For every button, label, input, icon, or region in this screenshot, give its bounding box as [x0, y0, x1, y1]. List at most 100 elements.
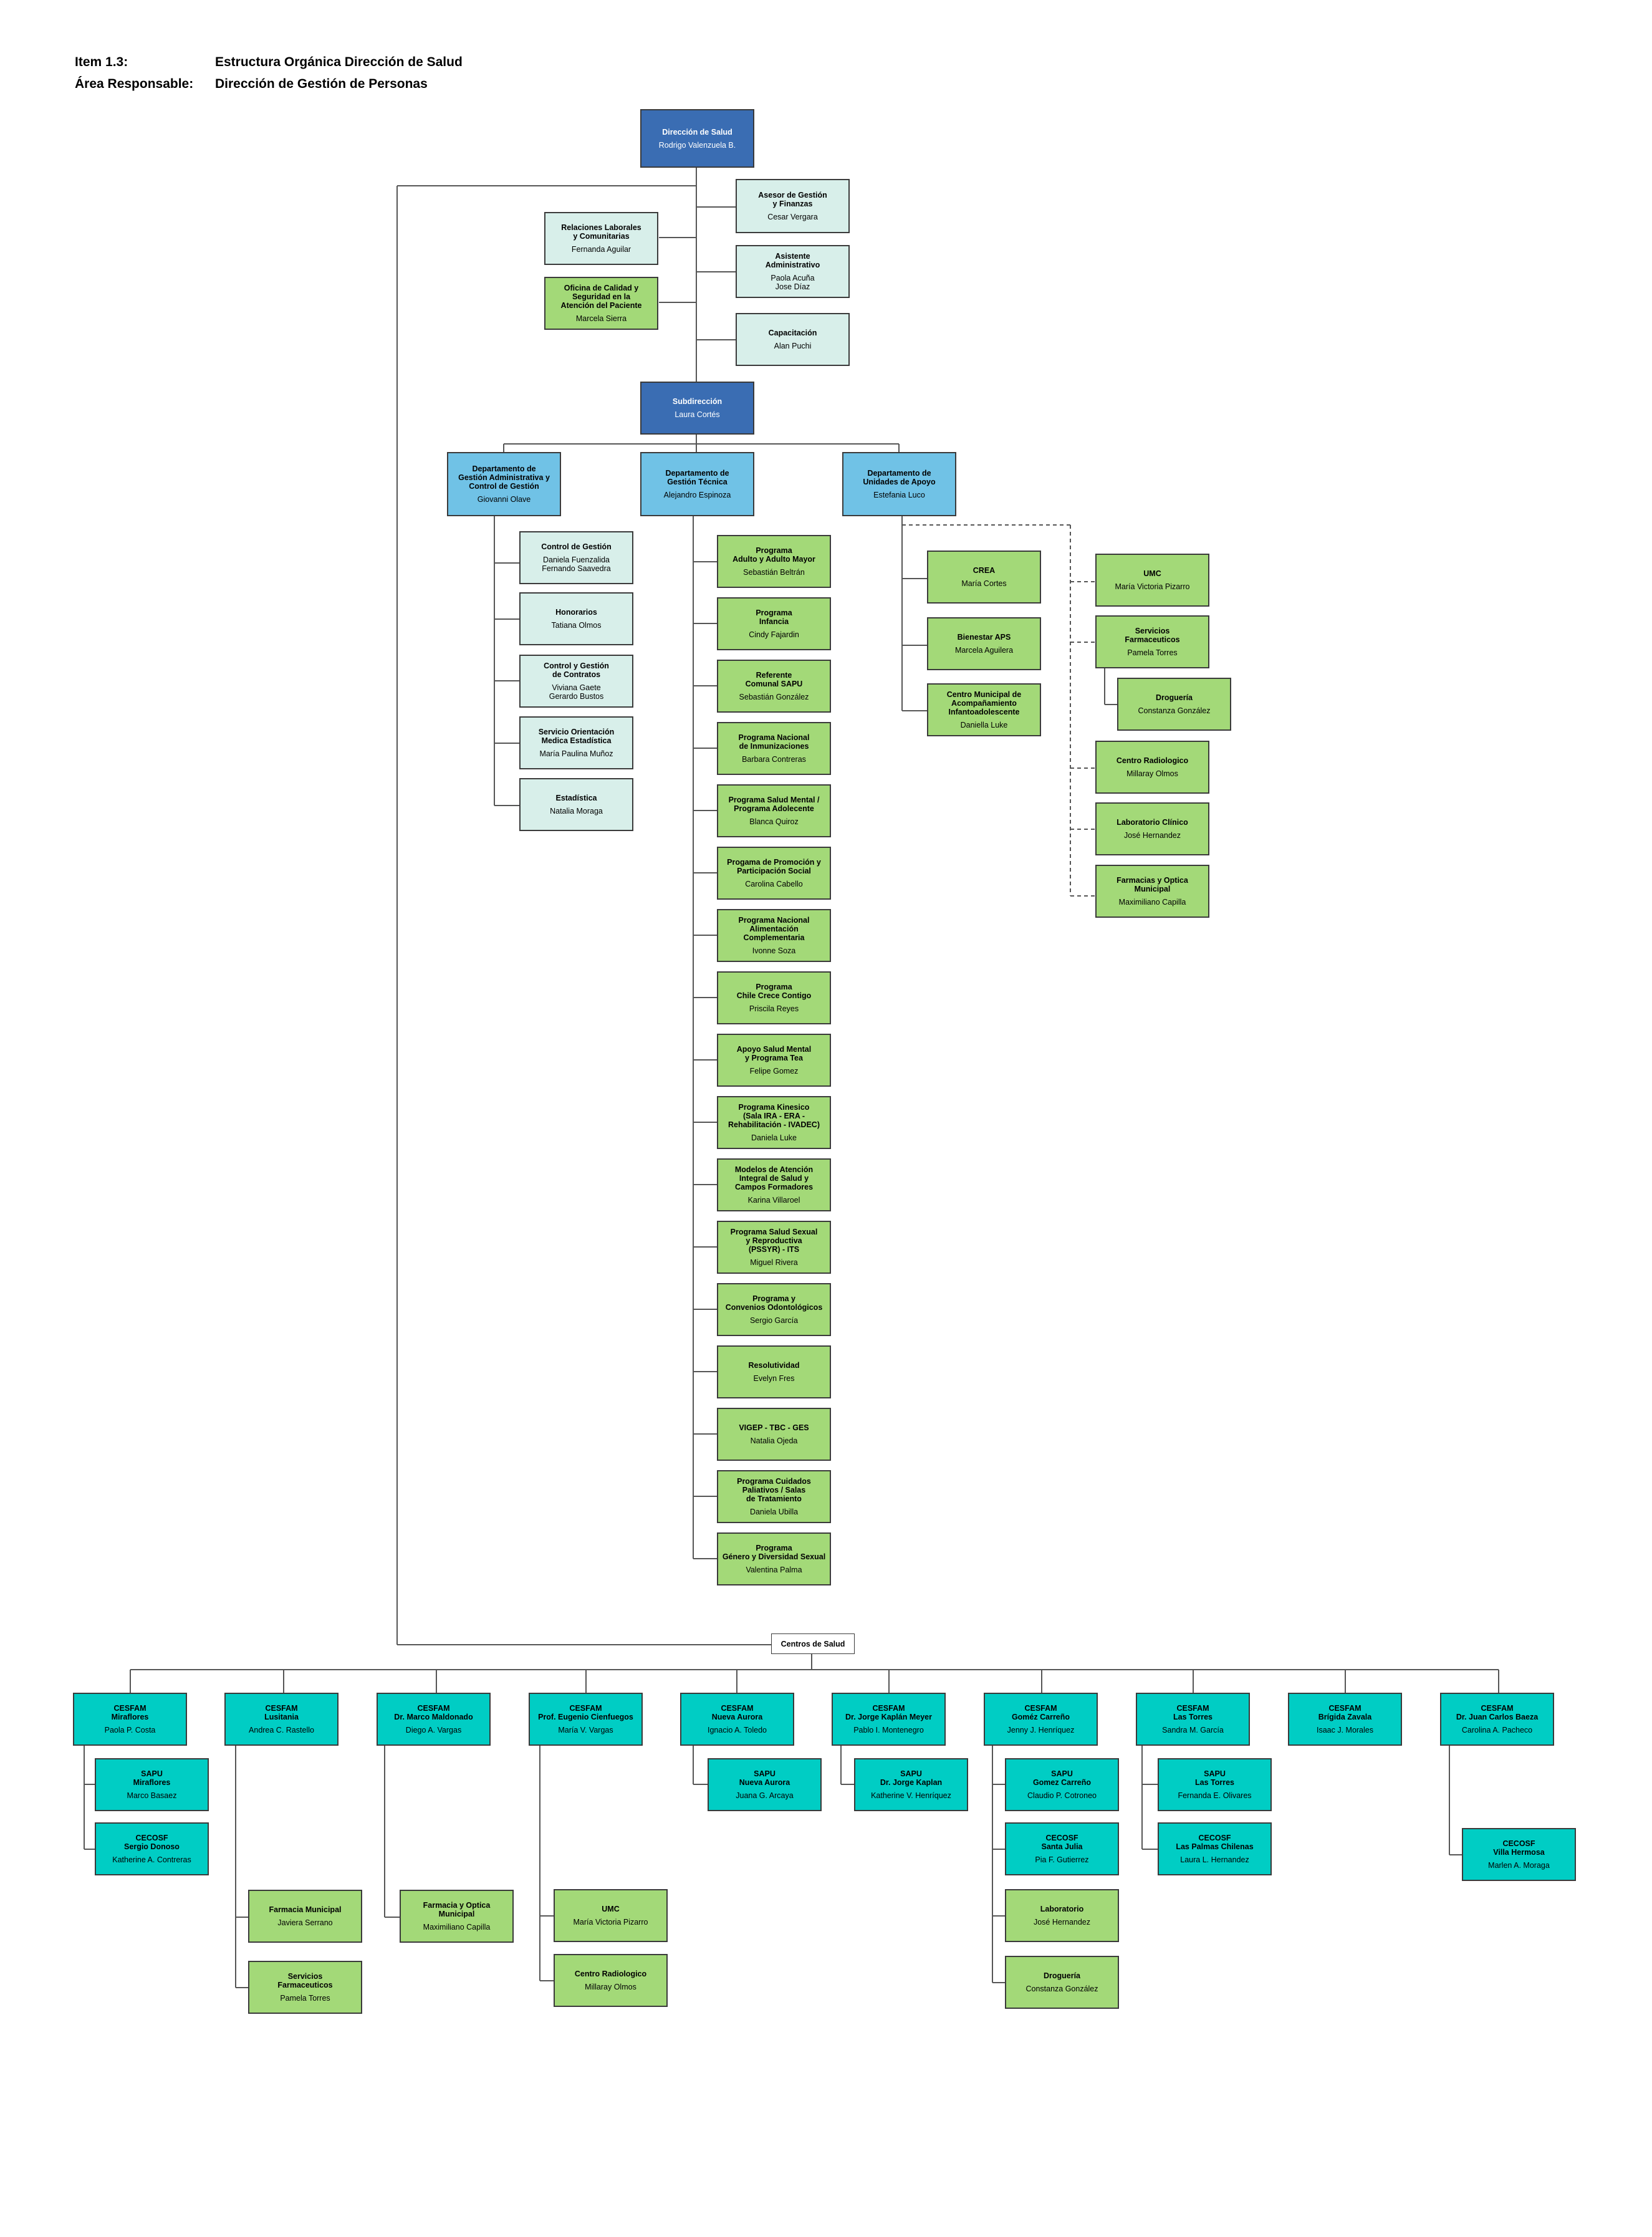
- relaciones-laborales-box[interactable]: Relaciones Laborales y Comunitarias Fern…: [544, 212, 658, 265]
- box-title: Estadística: [555, 794, 597, 802]
- direccion-salud-box[interactable]: Dirección de Salud Rodrigo Valenzuela B.: [640, 109, 754, 168]
- program-box[interactable]: Programa Nacional Alimentación Complemen…: [717, 909, 831, 962]
- oficina-calidad-box[interactable]: Oficina de Calidad y Seguridad en la Ate…: [544, 277, 658, 330]
- box-title: Droguería: [1043, 1971, 1081, 1980]
- box-title: Departamento de Gestión Técnica: [665, 469, 729, 486]
- admin-unit-box[interactable]: Control y Gestión de Contratos Viviana G…: [519, 655, 633, 708]
- program-box[interactable]: Programa Salud Mental / Programa Adolece…: [717, 784, 831, 837]
- box-title: CESFAM Dr. Jorge Kaplán Meyer: [845, 1704, 932, 1721]
- box-person: Natalia Moraga: [550, 807, 603, 815]
- capacitacion-box[interactable]: Capacitación Alan Puchi: [736, 313, 850, 366]
- box-title: SAPU Las Torres: [1195, 1769, 1234, 1787]
- box-person: Barbara Contreras: [742, 755, 806, 764]
- box-title: Apoyo Salud Mental y Programa Tea: [736, 1045, 812, 1062]
- asistente-administrativo-box[interactable]: Asistente Administrativo Paola Acuña Jos…: [736, 245, 850, 298]
- box-title: Servicio Orientación Medica Estadística: [538, 728, 615, 745]
- box-title: CESFAM Prof. Eugenio Cienfuegos: [538, 1704, 633, 1721]
- box-person: Sandra M. García: [1162, 1726, 1224, 1734]
- admin-unit-box[interactable]: Honorarios Tatiana Olmos: [519, 592, 633, 645]
- program-box[interactable]: Progama de Promoción y Participación Soc…: [717, 847, 831, 900]
- box-person: Karina Villaroel: [747, 1196, 800, 1205]
- box-person: Pia F. Gutierrez: [1035, 1855, 1089, 1864]
- depto-unidades-apoyo-box[interactable]: Departamento de Unidades de Apoyo Estefa…: [842, 452, 956, 516]
- box-person: Cesar Vergara: [767, 213, 818, 221]
- box-title: UMC: [602, 1905, 620, 1913]
- box-person: Daniella Luke: [960, 721, 1008, 729]
- subdireccion-box[interactable]: Subdirección Laura Cortés: [640, 382, 754, 435]
- box-person: Sebastián González: [739, 693, 809, 701]
- box-title: Referente Comunal SAPU: [745, 671, 803, 688]
- box-person: María V. Vargas: [558, 1726, 613, 1734]
- box-person: Rodrigo Valenzuela B.: [658, 140, 736, 150]
- program-box[interactable]: Programa Cuidados Paliativos / Salas de …: [717, 1470, 831, 1523]
- program-box[interactable]: Programa Salud Sexual y Reproductiva (PS…: [717, 1221, 831, 1274]
- box-person: Maximiliano Capilla: [1118, 898, 1186, 907]
- box-title: Centro Radiologico: [1116, 756, 1189, 765]
- admin-unit-box[interactable]: Estadística Natalia Moraga: [519, 778, 633, 831]
- admin-unit-box[interactable]: Servicio Orientación Medica Estadística …: [519, 716, 633, 769]
- program-box[interactable]: Modelos de Atención Integral de Salud y …: [717, 1158, 831, 1211]
- apoyo-unit-box[interactable]: Centro Municipal de Acompañamiento Infan…: [927, 683, 1041, 736]
- box-title: Programa Salud Sexual y Reproductiva (PS…: [730, 1228, 818, 1254]
- program-box[interactable]: Referente Comunal SAPU Sebastián González: [717, 660, 831, 713]
- depto-gestion-administrativa-box[interactable]: Departamento de Gestión Administrativa y…: [447, 452, 561, 516]
- asesor-gestion-box[interactable]: Asesor de Gestión y Finanzas Cesar Verga…: [736, 179, 850, 233]
- box-person: Maximiliano Capilla: [423, 1923, 491, 1932]
- box-title: Laboratorio: [1040, 1905, 1084, 1913]
- box-person: Isaac J. Morales: [1316, 1726, 1373, 1734]
- admin-unit-box[interactable]: Control de Gestión Daniela Fuenzalida Fe…: [519, 531, 633, 584]
- box-person: Daniela Luke: [751, 1133, 797, 1142]
- box-title: UMC: [1143, 569, 1161, 578]
- program-box[interactable]: Programa Kinesico (Sala IRA - ERA - Reha…: [717, 1096, 831, 1149]
- area-label: Área Responsable:: [75, 77, 194, 91]
- box-person: Katherine V. Henríquez: [871, 1791, 951, 1800]
- centros-salud-box[interactable]: Centros de Salud: [771, 1633, 855, 1654]
- depto-gestion-tecnica-box[interactable]: Departamento de Gestión Técnica Alejandr…: [640, 452, 754, 516]
- box-person: Sergio García: [749, 1316, 799, 1325]
